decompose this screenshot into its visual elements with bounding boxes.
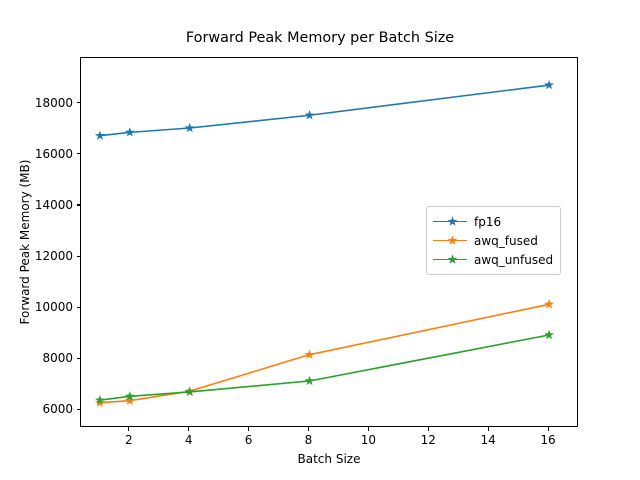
data-point-marker	[184, 122, 195, 133]
chart-title: Forward Peak Memory per Batch Size	[185, 30, 455, 46]
legend-item-awq_unfused: awq_unfused	[433, 250, 553, 269]
x-tick-label: 16	[540, 433, 556, 447]
data-point-marker	[304, 349, 315, 359]
legend-label: fp16	[474, 214, 502, 229]
legend-swatch-awq_fused	[433, 234, 467, 248]
x-tick-label: 8	[304, 433, 313, 447]
data-point-marker	[94, 394, 105, 405]
x-tick-mark	[128, 427, 130, 431]
x-tick-mark	[248, 427, 250, 431]
y-tick-label: 12000	[34, 249, 73, 264]
series-fp16	[94, 79, 554, 140]
series-awq_unfused	[94, 329, 554, 405]
y-tick-mark	[76, 102, 80, 104]
series-line-fp16	[99, 84, 550, 137]
y-tick-label: 8000	[42, 351, 73, 366]
x-tick-label: 6	[244, 433, 253, 447]
data-point-marker	[544, 299, 554, 309]
x-tick-label: 14	[480, 433, 496, 447]
y-tick-label: 14000	[34, 197, 73, 212]
y-tick-mark	[76, 255, 80, 257]
y-tick-label: 18000	[34, 95, 73, 110]
data-point-marker	[94, 130, 105, 140]
legend-label: awq_unfused	[474, 252, 554, 267]
y-tick-label: 10000	[34, 300, 73, 315]
data-point-marker	[544, 329, 554, 340]
legend-line	[433, 258, 467, 261]
x-tick-label: 12	[420, 433, 436, 447]
y-tick-mark	[76, 306, 80, 308]
y-tick-mark	[76, 204, 80, 206]
x-tick-mark	[367, 427, 369, 431]
data-point-marker	[124, 127, 135, 137]
x-tick-mark	[547, 427, 549, 431]
series-line-awq_unfused	[99, 334, 550, 401]
y-tick-mark	[76, 408, 80, 410]
data-point-marker	[124, 395, 135, 405]
x-tick-label: 4	[184, 433, 193, 447]
legend-star-icon	[447, 234, 458, 245]
data-point-marker	[544, 79, 554, 90]
x-tick-label: 10	[360, 433, 377, 447]
series-awq_fused	[94, 299, 554, 407]
x-tick-mark	[487, 427, 489, 431]
legend-label: awq_fused	[474, 233, 538, 248]
y-axis-label: Forward Peak Memory (MB)	[18, 159, 32, 325]
plot-lines-svg	[94, 79, 554, 407]
data-point-marker	[304, 110, 315, 120]
legend-line	[433, 239, 467, 242]
legend-star-icon	[447, 215, 458, 226]
y-tick-mark	[76, 153, 80, 155]
y-tick-mark	[76, 357, 80, 359]
legend-star-icon	[447, 253, 458, 264]
data-point-marker	[124, 391, 135, 401]
x-tick-mark	[427, 427, 429, 431]
data-point-marker	[304, 375, 315, 386]
legend-line	[433, 220, 467, 223]
x-axis-label: Batch Size	[297, 452, 361, 466]
legend-item-fp16: fp16	[433, 212, 553, 231]
data-point-marker	[184, 386, 195, 397]
legend-swatch-fp16	[433, 215, 467, 229]
y-tick-label: 16000	[34, 146, 73, 161]
x-tick-mark	[307, 427, 310, 431]
legend-item-awq_fused: awq_fused	[433, 231, 553, 250]
legend-swatch-awq_unfused	[433, 253, 467, 267]
chart-legend: fp16 awq_fused awq_unfused	[426, 206, 562, 275]
y-tick-label: 6000	[42, 402, 73, 417]
plot-area	[80, 57, 578, 427]
series-line-awq_fused	[99, 303, 550, 404]
x-tick-mark	[188, 427, 190, 431]
x-tick-label: 2	[124, 433, 133, 447]
